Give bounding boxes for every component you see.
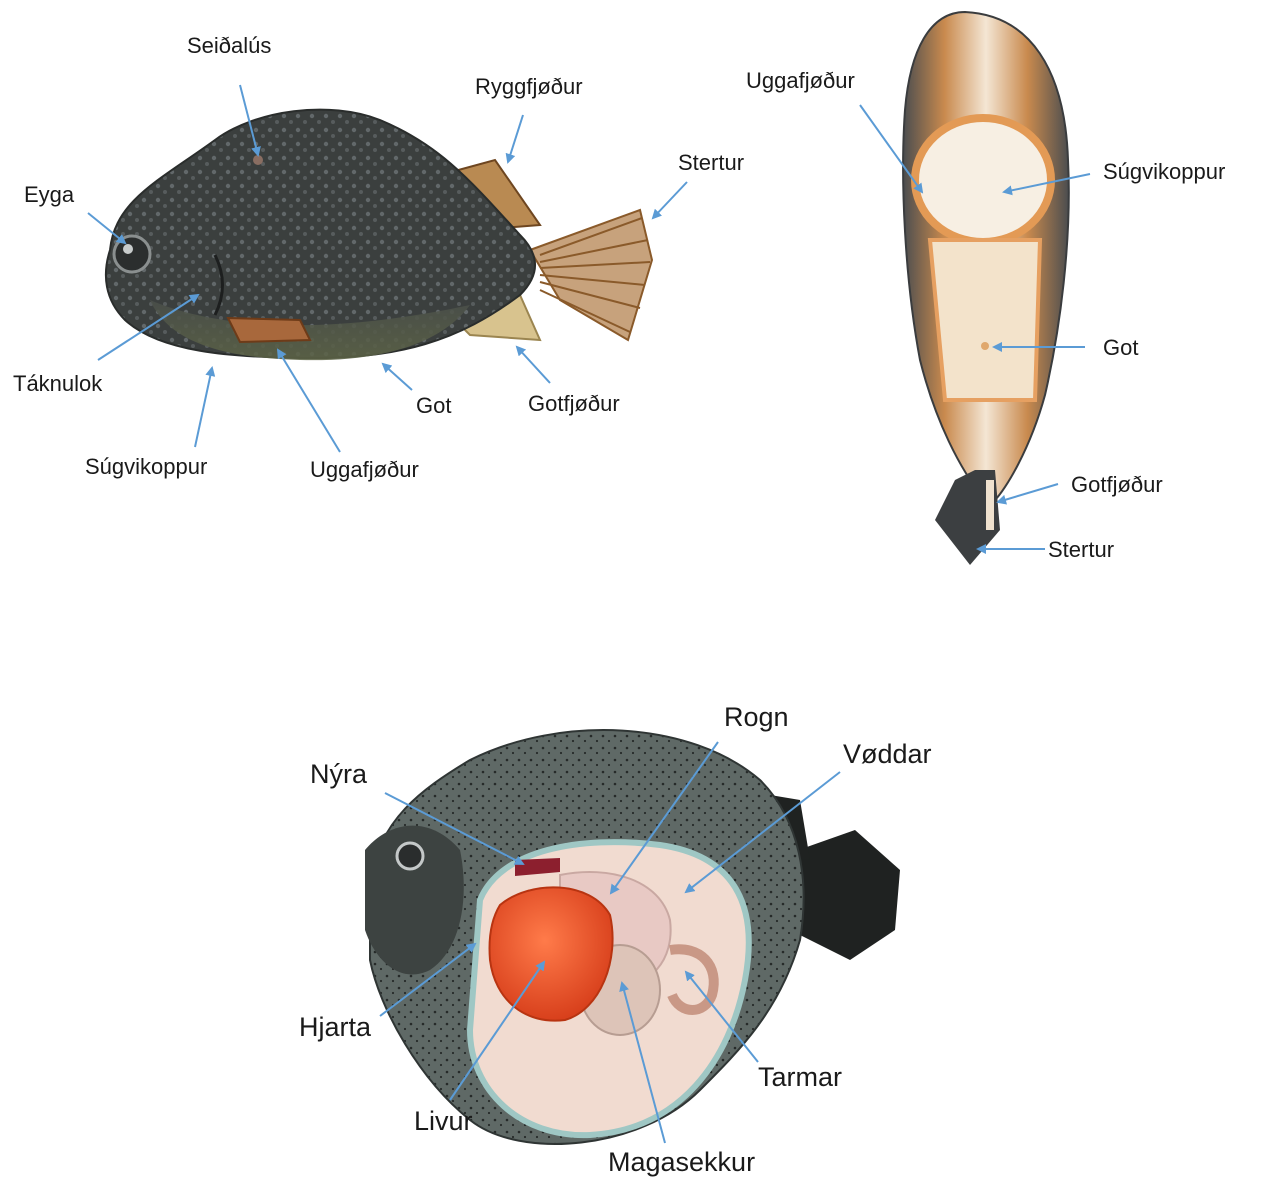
- label-hjarta: Hjarta: [299, 1012, 372, 1042]
- label-nyra: Nýra: [310, 759, 368, 789]
- label-ryggfjodur: Ryggfjøður: [475, 74, 583, 99]
- label-gotfjodur-ventral: Gotfjøður: [1071, 472, 1163, 497]
- arrow-gotfjodur-side: [517, 347, 550, 383]
- dissected-eye: [397, 843, 423, 869]
- ventral-view-fish: [903, 12, 1069, 565]
- label-stertur-side: Stertur: [678, 150, 744, 175]
- label-stertur-ventral: Stertur: [1048, 537, 1114, 562]
- label-gotfjodur-side: Gotfjøður: [528, 391, 620, 416]
- label-sugvikoppur-side: Súgvikoppur: [85, 454, 207, 479]
- label-rogn: Rogn: [724, 702, 789, 732]
- arrow-stertur-side: [653, 182, 687, 218]
- side-view-fish: [106, 110, 652, 361]
- arrow-uggafjodur-side: [278, 350, 340, 452]
- arrow-got-side: [383, 364, 412, 390]
- label-magasekkur: Magasekkur: [608, 1147, 755, 1177]
- label-uggafjodur-side: Uggafjøður: [310, 457, 419, 482]
- arrow-sugvikoppur-side: [195, 368, 212, 447]
- ventral-vent: [981, 342, 989, 350]
- label-livur: Livur: [414, 1106, 473, 1136]
- label-got-ventral: Got: [1103, 335, 1138, 360]
- label-eyga: Eyga: [24, 182, 75, 207]
- label-tarmar: Tarmar: [758, 1062, 842, 1092]
- label-uggafjodur-ventral: Uggafjøður: [746, 68, 855, 93]
- side-pectoral-fin: [228, 318, 310, 342]
- label-got-side: Got: [416, 393, 451, 418]
- label-seidalus: Seiðalús: [187, 33, 271, 58]
- ventral-suction-disc: [915, 118, 1051, 242]
- label-taknulok: Táknulok: [13, 371, 103, 396]
- label-voddar: Vøddar: [843, 739, 932, 769]
- side-fish-louse: [253, 155, 263, 165]
- arrow-gotfjodur-ventral: [998, 484, 1058, 502]
- label-sugvikoppur-ventral: Súgvikoppur: [1103, 159, 1225, 184]
- ventral-belly: [930, 240, 1040, 400]
- arrow-ryggfjodur: [508, 115, 523, 162]
- side-eye: [114, 236, 150, 272]
